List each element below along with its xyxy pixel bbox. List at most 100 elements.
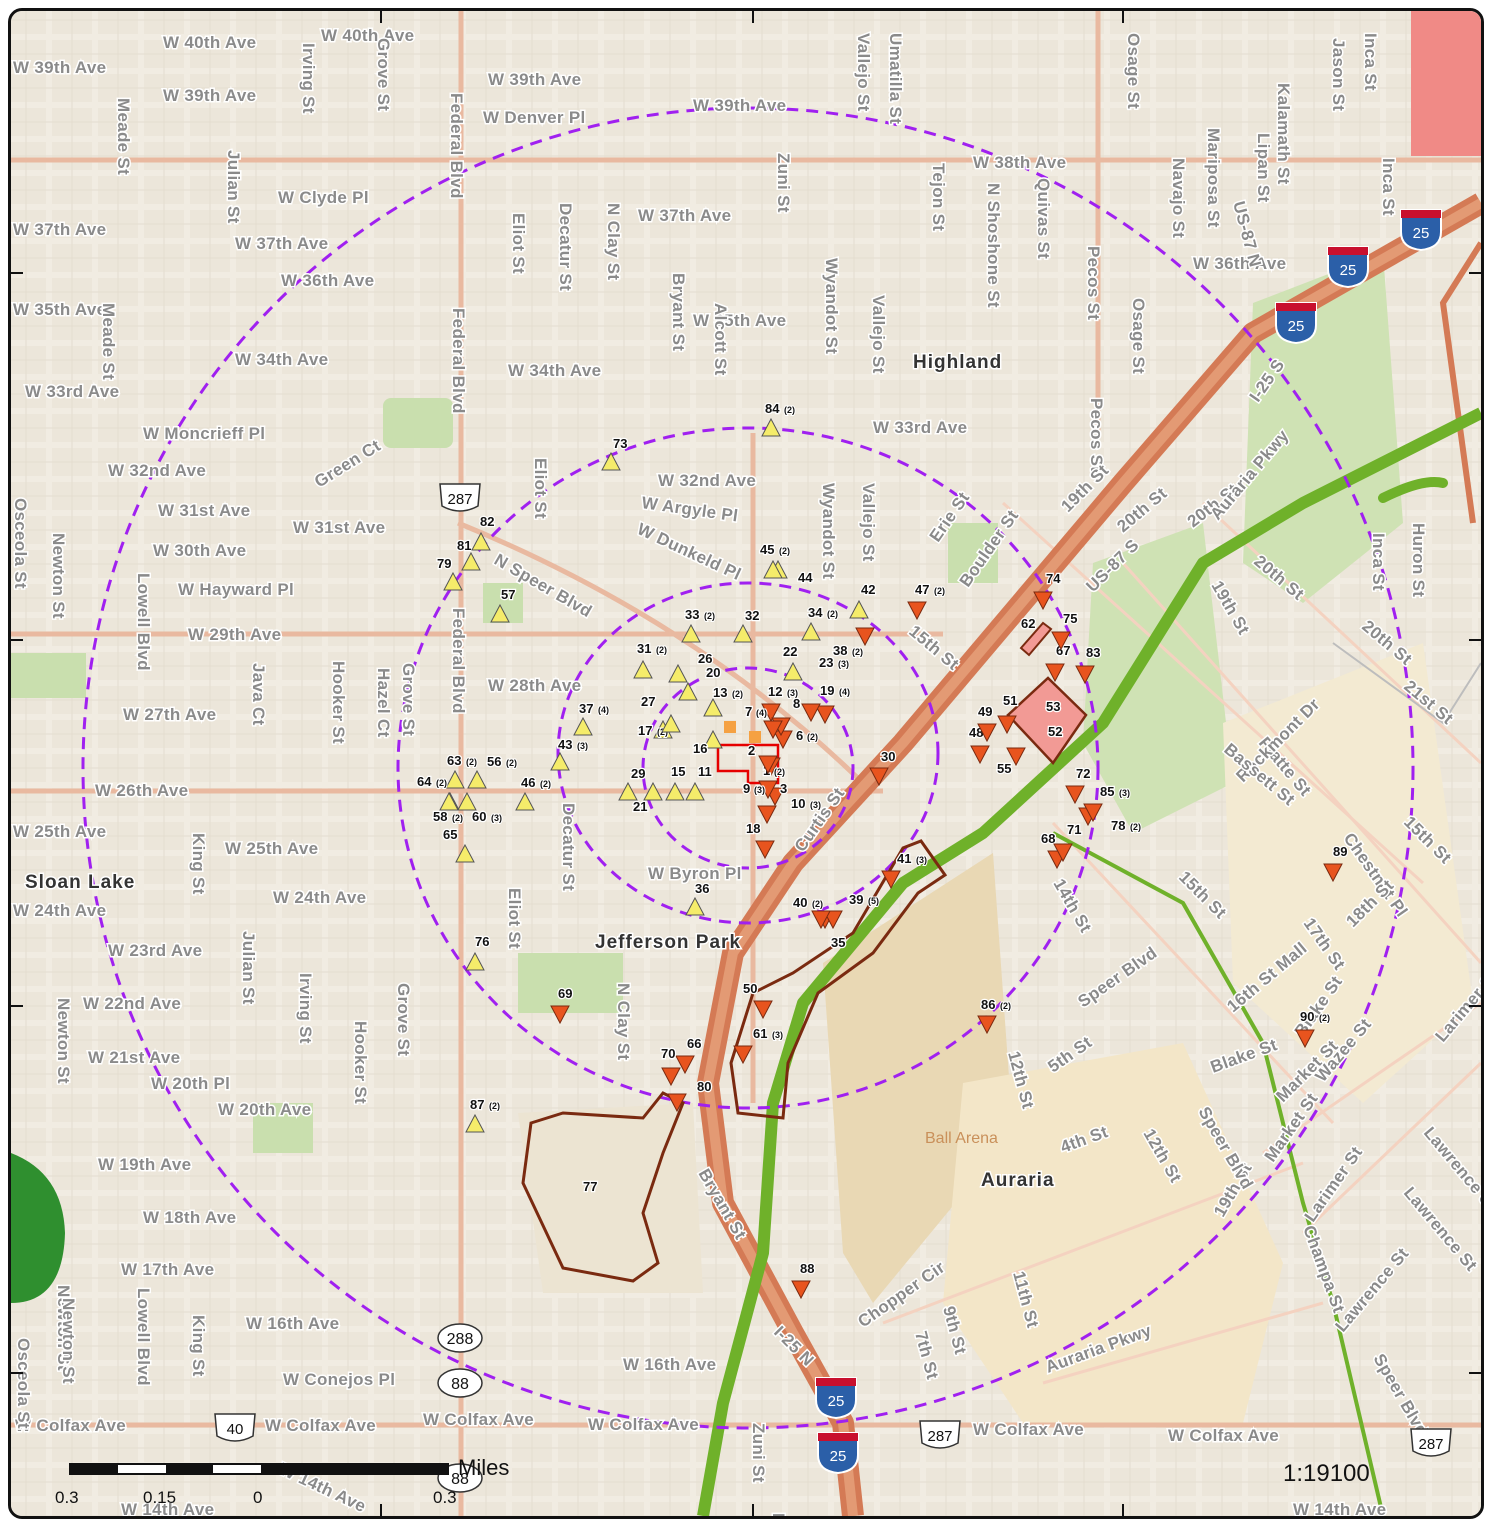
- site-7[interactable]: 7(4): [744, 703, 781, 723]
- site-16[interactable]: 16: [692, 729, 723, 757]
- site-marker-down[interactable]: [733, 1045, 753, 1065]
- site-66[interactable]: 66: [675, 1035, 703, 1075]
- site-51[interactable]: 51: [997, 692, 1019, 735]
- site-marker-down[interactable]: [1053, 843, 1073, 863]
- site-2[interactable]: 2: [747, 742, 778, 775]
- site-marker-down[interactable]: [1006, 747, 1026, 767]
- site-50[interactable]: 50: [742, 980, 773, 1020]
- site-43[interactable]: 43(3): [550, 736, 589, 771]
- site-60[interactable]: 60(3): [457, 791, 503, 825]
- site-marker-up[interactable]: [685, 781, 705, 801]
- site-57[interactable]: 57: [490, 586, 517, 623]
- site-marker-up[interactable]: [439, 791, 459, 811]
- site-21[interactable]: 21: [632, 781, 663, 815]
- site-marker-down[interactable]: [811, 910, 831, 930]
- site-32[interactable]: 32: [733, 607, 761, 643]
- site-29[interactable]: 29: [618, 765, 647, 801]
- site-marker-down[interactable]: [761, 703, 781, 723]
- site-22[interactable]: 22: [782, 643, 803, 681]
- site-marker-up[interactable]: [515, 791, 535, 811]
- site-marker-down[interactable]: [675, 1055, 695, 1075]
- site-marker-down[interactable]: [1045, 663, 1065, 683]
- site-77[interactable]: 77: [582, 1178, 599, 1196]
- site-marker-down[interactable]: [907, 601, 927, 621]
- site-marker-down[interactable]: [881, 870, 901, 890]
- site-marker-down[interactable]: [801, 703, 821, 723]
- site-marker-up[interactable]: [703, 729, 723, 749]
- site-markers[interactable]: 1(2)236(2)7(4)89(3)10(3)1112(3)13(2)1516…: [416, 400, 1349, 1300]
- site-72[interactable]: 72: [1065, 765, 1092, 805]
- site-marker-down[interactable]: [977, 1015, 997, 1035]
- site-marker-down[interactable]: [970, 745, 990, 765]
- site-marker-up[interactable]: [465, 951, 485, 971]
- site-marker-down[interactable]: [757, 805, 777, 825]
- site-marker-up[interactable]: [849, 599, 869, 619]
- site-41[interactable]: 41(3): [881, 850, 928, 890]
- site-64[interactable]: 64(2): [416, 773, 459, 811]
- site-69[interactable]: 69: [550, 985, 574, 1025]
- site-27[interactable]: 27: [640, 693, 681, 733]
- site-marker-up[interactable]: [467, 769, 487, 789]
- site-47[interactable]: 47(2): [907, 581, 946, 621]
- site-40[interactable]: 40(2): [792, 894, 831, 930]
- site-88[interactable]: 88: [791, 1260, 816, 1300]
- site-18[interactable]: 18: [745, 820, 775, 860]
- site-71[interactable]: 71: [1053, 821, 1083, 863]
- site-marker-up[interactable]: [643, 781, 663, 801]
- site-marker-down[interactable]: [815, 705, 835, 725]
- site-31[interactable]: 31(2): [633, 640, 668, 679]
- site-10[interactable]: 10(3): [757, 795, 822, 825]
- site-marker-down[interactable]: [1051, 631, 1071, 651]
- site-marker-up[interactable]: [668, 663, 688, 683]
- site-75[interactable]: 75: [1051, 610, 1079, 651]
- site-marker-down[interactable]: [758, 755, 778, 775]
- site-55[interactable]: 55: [996, 747, 1026, 777]
- site-marker-up[interactable]: [618, 781, 638, 801]
- site-marker-down[interactable]: [667, 1093, 687, 1113]
- site-marker-down[interactable]: [1083, 803, 1103, 823]
- site-marker-up[interactable]: [763, 559, 783, 579]
- site-marker-up[interactable]: [443, 571, 463, 591]
- site-11[interactable]: 11: [685, 763, 713, 801]
- site-62[interactable]: 62: [1020, 615, 1037, 633]
- site-marker-up[interactable]: [445, 769, 465, 789]
- site-marker-up[interactable]: [733, 623, 753, 643]
- site-34[interactable]: 34(2): [801, 604, 839, 641]
- site-79[interactable]: 79: [436, 555, 463, 591]
- site-marker-up[interactable]: [665, 781, 685, 801]
- site-61[interactable]: 61(3): [733, 1025, 784, 1065]
- site-84[interactable]: 84(2): [761, 400, 796, 437]
- site-marker-up[interactable]: [465, 1113, 485, 1133]
- site-marker-down[interactable]: [823, 910, 843, 930]
- site-marker-down[interactable]: [755, 840, 775, 860]
- site-49[interactable]: 49: [977, 703, 997, 743]
- site-70[interactable]: 70: [660, 1045, 681, 1087]
- site-19[interactable]: 19(4): [815, 682, 851, 725]
- site-marker-down[interactable]: [869, 767, 889, 787]
- site-marker-down[interactable]: [1065, 785, 1085, 805]
- site-15[interactable]: 15: [665, 763, 687, 801]
- site-36[interactable]: 36: [685, 880, 711, 916]
- site-42[interactable]: 42: [849, 581, 877, 619]
- site-marker-up[interactable]: [678, 681, 698, 701]
- site-marker-up[interactable]: [471, 531, 491, 551]
- site-marker-up[interactable]: [685, 896, 705, 916]
- site-56[interactable]: 56(2): [467, 753, 518, 789]
- site-37[interactable]: 37(4): [573, 700, 610, 736]
- site-marker-down[interactable]: [791, 1280, 811, 1300]
- site-74[interactable]: 74: [1033, 570, 1062, 611]
- site-marker-up[interactable]: [457, 791, 477, 811]
- site-82[interactable]: 82: [471, 513, 496, 551]
- site-76[interactable]: 76: [465, 933, 491, 971]
- site-marker-down[interactable]: [1323, 863, 1343, 883]
- site-marker-up[interactable]: [681, 623, 701, 643]
- site-marker-down[interactable]: [1033, 591, 1053, 611]
- site-marker-up[interactable]: [801, 621, 821, 641]
- site-marker-up[interactable]: [661, 713, 681, 733]
- site-marker-down[interactable]: [1075, 665, 1095, 685]
- site-marker-up[interactable]: [550, 751, 570, 771]
- site-marker-down[interactable]: [1295, 1029, 1315, 1049]
- site-80[interactable]: 80: [667, 1078, 713, 1113]
- site-52[interactable]: 52: [1047, 723, 1064, 741]
